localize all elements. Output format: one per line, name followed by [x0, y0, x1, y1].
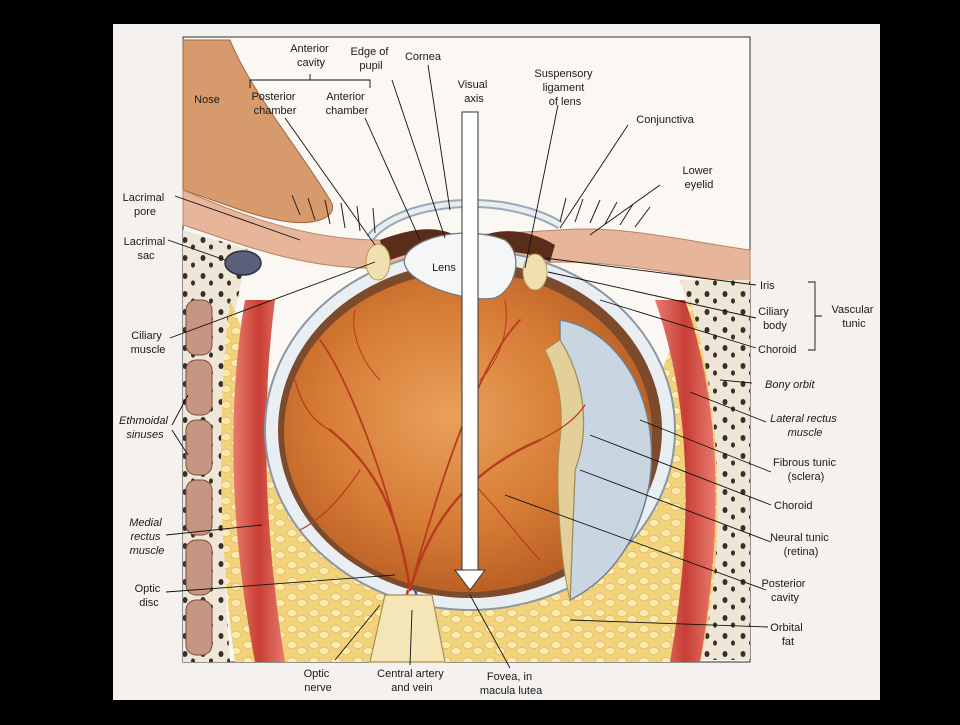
label-posterior-cavity: Posterior cavity: [761, 578, 808, 604]
eyelashes: [291, 194, 651, 234]
lacrimal-sac-shape: [224, 250, 262, 276]
label-cornea: Cornea: [405, 51, 442, 63]
label-fovea: Fovea, in macula lutea: [480, 671, 543, 697]
label-orbital-fat: Orbital fat: [770, 622, 805, 648]
ciliary-body-left: [365, 243, 391, 281]
label-lower-eyelid: Lower eyelid: [682, 165, 715, 191]
lateral-rectus-muscle-shape: [655, 300, 716, 662]
label-edge-of-pupil: Edge of pupil: [351, 46, 392, 72]
label-visual-axis: Visual axis: [458, 79, 491, 105]
label-posterior-chamber: Posterior chamber: [251, 91, 298, 117]
label-vascular-tunic: Vascular tunic: [831, 304, 876, 330]
label-lateral-rectus: Lateral rectus muscle: [770, 413, 840, 439]
medial-rectus-muscle-shape: [233, 300, 285, 662]
label-medial-rectus: Medial rectus muscle: [129, 517, 164, 557]
label-optic-nerve: Optic nerve: [304, 668, 333, 694]
label-fibrous-tunic: Fibrous tunic (sclera): [773, 457, 839, 483]
label-central-artery-vein: Central artery and vein: [377, 668, 447, 694]
label-suspensory-ligament: Suspensory ligament of lens: [534, 68, 595, 108]
label-anterior-cavity: Anterior cavity: [290, 43, 332, 69]
label-iris: Iris: [760, 280, 775, 292]
label-choroid-lower: Choroid: [774, 500, 813, 512]
vascular-tunic-brace: [808, 281, 822, 351]
label-optic-disc: Optic disc: [135, 583, 164, 609]
visual-axis-arrow: [454, 111, 486, 591]
label-choroid-upper: Choroid: [758, 344, 797, 356]
label-conjunctiva: Conjunctiva: [636, 114, 694, 126]
label-ethmoidal-sinuses: Ethmoidal sinuses: [119, 415, 171, 441]
label-bony-orbit: Bony orbit: [765, 379, 815, 391]
label-lens: Lens: [432, 262, 456, 274]
label-ciliary-muscle: Ciliary muscle: [131, 330, 166, 356]
optic-nerve-shape: [369, 594, 446, 663]
label-nose: Nose: [194, 94, 220, 106]
nose-shape: [182, 39, 333, 224]
label-anterior-chamber: Anterior chamber: [326, 91, 369, 117]
label-lacrimal-sac: Lacrimal sac: [124, 236, 169, 262]
anterior-cavity-brace: [249, 74, 371, 88]
label-lacrimal-pore: Lacrimal pore: [123, 192, 168, 218]
retinal-vessels: [294, 299, 586, 592]
leader-lines: [165, 64, 772, 669]
retina-layer-cutaway: [544, 339, 584, 601]
label-ciliary-body: Ciliary body: [758, 306, 792, 332]
ciliary-body-right: [522, 253, 548, 291]
label-neural-tunic: Neural tunic (retina): [770, 532, 832, 558]
